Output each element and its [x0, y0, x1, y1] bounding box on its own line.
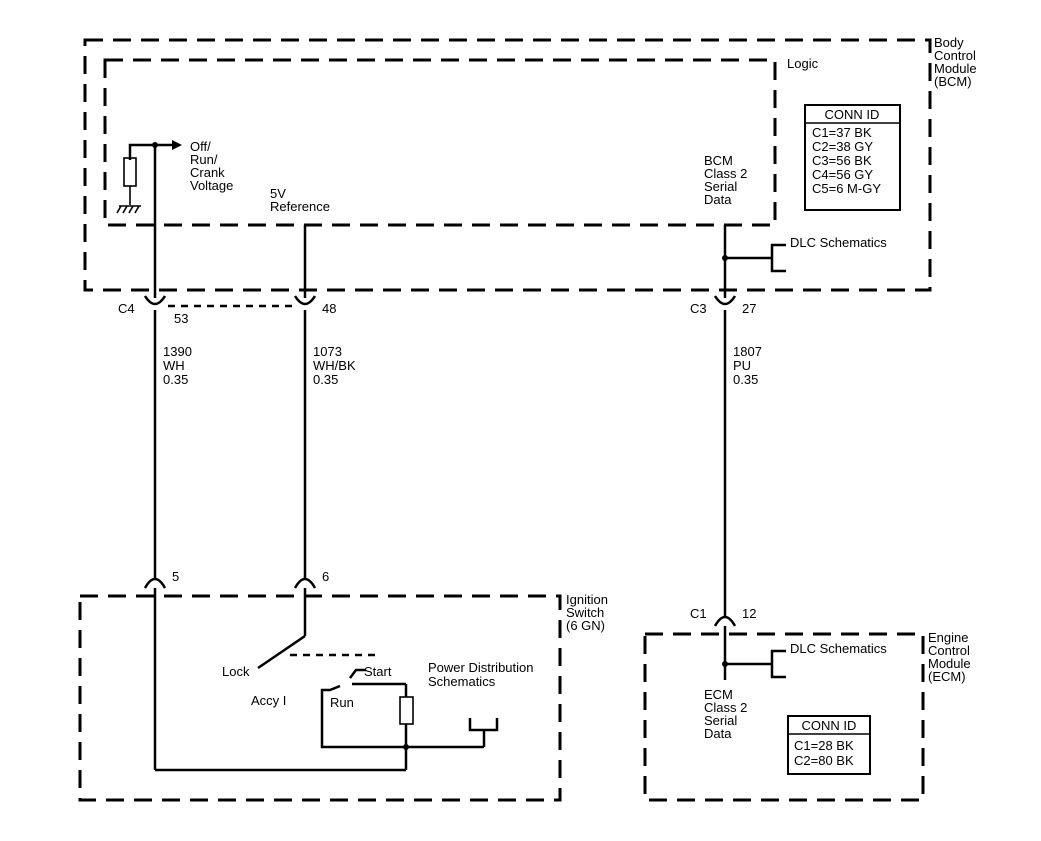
- bcm-class2-label: Data: [704, 192, 732, 207]
- ecm-conn-id-row: C1=28 BK: [794, 738, 854, 753]
- ecm-conn-id-header: CONN ID: [802, 718, 857, 733]
- bcm-dlc-bracket: DLC Schematics: [722, 235, 887, 273]
- bcm-label-line-2: Control: [934, 48, 976, 63]
- ref-5v-label: 5V: [270, 186, 286, 201]
- ref-5v-label: Reference: [270, 199, 330, 214]
- wire-1073-label: 1073: [313, 344, 342, 359]
- connector-c4-pin-53: 53: [174, 311, 188, 326]
- power-distribution-label: Power Distribution: [428, 660, 534, 675]
- ignition-run-label: Run: [330, 695, 354, 710]
- off-run-crank-label: Run/: [190, 152, 218, 167]
- bcm-outline: [83, 38, 932, 292]
- bcm-dlc-label: DLC Schematics: [790, 235, 887, 250]
- ecm-label: Module: [928, 656, 971, 671]
- ground-icon: [116, 205, 141, 214]
- off-run-crank-label: Off/: [190, 139, 211, 154]
- bcm-label-line-3: Module: [934, 61, 977, 76]
- bcm-conn-id-row: C5=6 M-GY: [812, 181, 881, 196]
- ecm-label: Control: [928, 643, 970, 658]
- ecm-label: Engine: [928, 630, 968, 645]
- bcm-class2-label: Class 2: [704, 166, 747, 181]
- connector-c1-pin-12: 12: [742, 606, 756, 621]
- ignition-label: Switch: [566, 605, 604, 620]
- wire-1073-label: WH/BK: [313, 358, 356, 373]
- ecm-class2-label: Serial: [704, 713, 737, 728]
- connector-c1-label: C1: [690, 606, 707, 621]
- ecm-conn-id-table: CONN ID C1=28 BK C2=80 BK: [787, 715, 871, 775]
- bcm-conn-id-table: CONN ID C1=37 BK C2=38 GY C3=56 BK C4=56…: [804, 104, 901, 211]
- pulldown-resistor-icon: [123, 157, 137, 187]
- ignition-switch: Ignition Switch (6 GN) Lock Accy I Start…: [78, 588, 608, 802]
- wire-1390-label: 1390: [163, 344, 192, 359]
- connector-c4: C4 53 48: [118, 295, 336, 326]
- wire-1807-label: 0.35: [733, 372, 758, 387]
- ecm-class2-label: Class 2: [704, 700, 747, 715]
- connector-c1: [713, 615, 737, 627]
- connector-c3-label: C3: [690, 301, 707, 316]
- ecm-class2-label: Data: [704, 726, 732, 741]
- ignition-resistor-icon: [399, 696, 414, 725]
- ignition-label: (6 GN): [566, 618, 605, 633]
- bcm-conn-id-row: C3=56 BK: [812, 153, 872, 168]
- bcm-label-line-4: (BCM): [934, 74, 972, 89]
- bcm-class2-label: Serial: [704, 179, 737, 194]
- connector-c4-pin-48: 48: [322, 301, 336, 316]
- ecm-outline: [643, 632, 925, 802]
- ignition-start-label: Start: [364, 664, 392, 679]
- wire-1807-label: PU: [733, 358, 751, 373]
- bcm-conn-id-row: C2=38 GY: [812, 139, 873, 154]
- power-distribution-label: Schematics: [428, 674, 496, 689]
- connector-c3: C3 27: [690, 295, 756, 316]
- connector-c4-label: C4: [118, 301, 135, 316]
- ignition-accy-label: Accy I: [251, 693, 286, 708]
- ecm-conn-id-row: C2=80 BK: [794, 753, 854, 768]
- ignition-connector: 5 6: [143, 569, 329, 589]
- ecm-dlc-label: DLC Schematics: [790, 641, 887, 656]
- ignition-pin-6: 6: [322, 569, 329, 584]
- connector-c3-pin-27: 27: [742, 301, 756, 316]
- bcm-module: Body Control Module (BCM) Logic CONN ID …: [83, 35, 977, 292]
- bcm-conn-id-row: C1=37 BK: [812, 125, 872, 140]
- ecm-dlc-bracket: [770, 649, 786, 679]
- bcm-class2-label: BCM: [704, 153, 733, 168]
- off-run-crank-label: Voltage: [190, 178, 233, 193]
- ecm-label: (ECM): [928, 669, 966, 684]
- off-run-crank-input: Off/ Run/ Crank Voltage: [116, 139, 233, 214]
- ecm-module: C1 12 Engine Control Module (ECM) DLC Sc…: [643, 606, 971, 802]
- bcm-conn-id-row: C4=56 GY: [812, 167, 873, 182]
- ecm-class2-label: ECM: [704, 687, 733, 702]
- bcm-label-line-1: Body: [934, 35, 964, 50]
- wire-1390-label: 0.35: [163, 372, 188, 387]
- off-run-crank-label: Crank: [190, 165, 225, 180]
- power-distribution-bracket: [468, 718, 499, 732]
- wire-1807-label: 1807: [733, 344, 762, 359]
- ignition-switch-arm: [257, 634, 306, 670]
- bcm-conn-id-header: CONN ID: [825, 107, 880, 122]
- ignition-lock-label: Lock: [222, 664, 250, 679]
- ignition-label: Ignition: [566, 592, 608, 607]
- ignition-switch-outline: [78, 594, 562, 802]
- wire-1073-label: 0.35: [313, 372, 338, 387]
- bcm-logic-label: Logic: [787, 56, 819, 71]
- ignition-pin-5: 5: [172, 569, 179, 584]
- wire-1390-label: WH: [163, 358, 185, 373]
